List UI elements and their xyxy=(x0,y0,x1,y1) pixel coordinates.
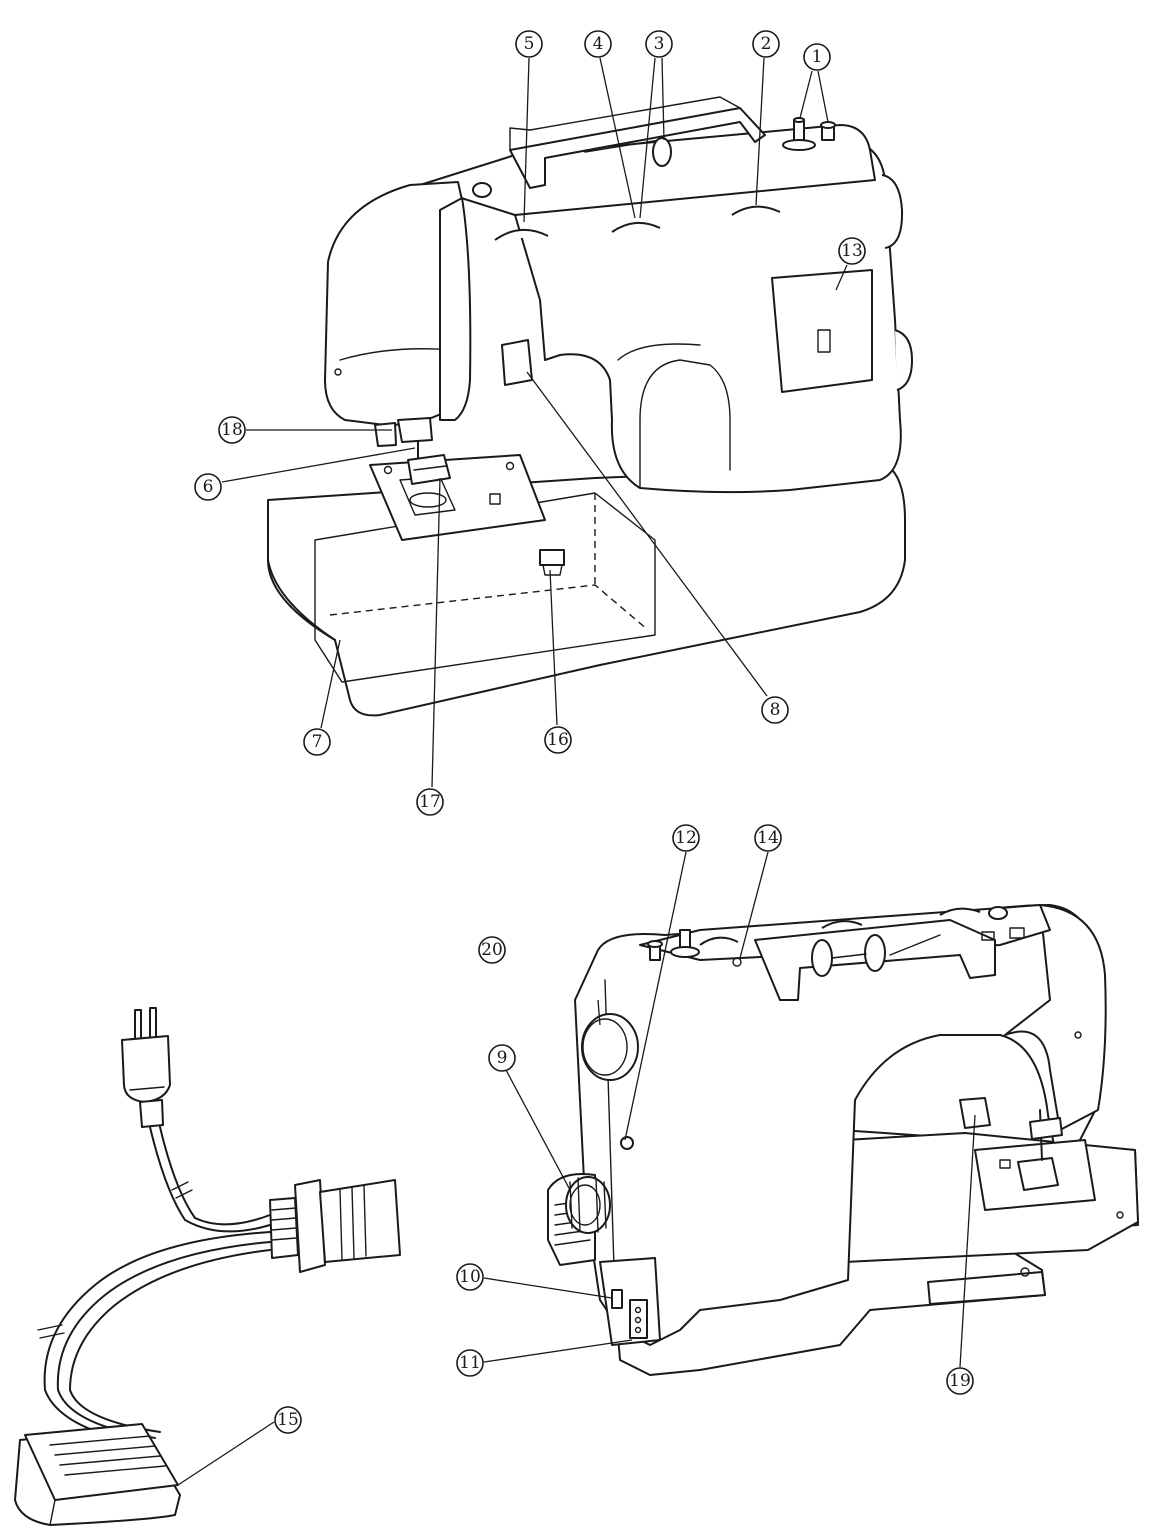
foot-controller-assembly xyxy=(14,1007,401,1526)
upper-knob-edge xyxy=(881,174,904,249)
thread-take-up-hump xyxy=(494,229,549,241)
hand-wheel xyxy=(547,1173,611,1266)
svg-text:15: 15 xyxy=(277,1410,299,1430)
callout-3: 3 xyxy=(645,30,673,58)
callout-5: 5 xyxy=(515,30,543,58)
front-view-machine xyxy=(267,96,913,717)
svg-text:10: 10 xyxy=(459,1267,481,1287)
front-base xyxy=(267,461,906,717)
callout-4: 4 xyxy=(584,30,612,58)
svg-text:11: 11 xyxy=(459,1353,481,1373)
svg-text:19: 19 xyxy=(949,1371,971,1391)
foot-controller xyxy=(14,1423,181,1526)
callout-11: 11 xyxy=(456,1349,484,1377)
callout-13: 13 xyxy=(838,237,866,265)
power-socket xyxy=(629,1299,648,1339)
svg-text:7: 7 xyxy=(312,732,323,752)
rear-head xyxy=(1004,904,1107,1131)
svg-text:12: 12 xyxy=(675,828,697,848)
stitch-length-dial xyxy=(581,1013,639,1081)
svg-text:20: 20 xyxy=(481,940,503,960)
callout-7: 7 xyxy=(303,728,331,756)
callout-14: 14 xyxy=(754,824,782,852)
svg-text:6: 6 xyxy=(203,477,214,497)
callout-6: 6 xyxy=(194,473,222,501)
callout-18: 18 xyxy=(218,416,246,444)
svg-text:2: 2 xyxy=(761,34,772,54)
callout-12: 12 xyxy=(672,824,700,852)
callout-19: 19 xyxy=(946,1367,974,1395)
svg-text:3: 3 xyxy=(654,34,665,54)
svg-text:8: 8 xyxy=(770,700,781,720)
rear-base-lip xyxy=(927,1271,1046,1305)
callout-8: 8 xyxy=(761,696,789,724)
foot-controller-connector xyxy=(269,1179,401,1273)
callout-9: 9 xyxy=(488,1044,516,1072)
presser-foot-lifter xyxy=(959,1097,991,1129)
svg-text:18: 18 xyxy=(221,420,243,440)
svg-text:5: 5 xyxy=(524,34,535,54)
callout-17: 17 xyxy=(416,788,444,816)
top-cover xyxy=(419,124,876,216)
svg-text:9: 9 xyxy=(497,1048,508,1068)
svg-text:17: 17 xyxy=(419,792,441,812)
spool-pins xyxy=(782,117,836,151)
top-thread-guide-hump xyxy=(611,221,661,233)
bobbin-winder-spindle xyxy=(620,1136,634,1150)
callout-1: 1 xyxy=(803,43,831,71)
pattern-window xyxy=(771,269,873,393)
carrying-handle xyxy=(509,107,766,189)
free-arm-latch xyxy=(539,549,565,576)
callout-20: 20 xyxy=(478,936,506,964)
callout-2: 2 xyxy=(752,30,780,58)
callout-15: 15 xyxy=(274,1406,302,1434)
rear-view-machine xyxy=(547,904,1139,1376)
svg-text:14: 14 xyxy=(757,828,779,848)
reverse-lever xyxy=(501,339,533,386)
main-power-switch xyxy=(611,1289,623,1309)
bobbin-winder-guide-hump xyxy=(731,205,781,216)
needle-and-presser-foot xyxy=(374,417,451,485)
lower-knob-edge xyxy=(894,329,913,391)
power-plug xyxy=(121,1007,171,1128)
svg-text:16: 16 xyxy=(547,730,569,750)
svg-text:1: 1 xyxy=(812,47,823,67)
svg-text:4: 4 xyxy=(593,34,604,54)
callout-10: 10 xyxy=(456,1263,484,1291)
leader-lines xyxy=(177,57,976,1486)
callout-16: 16 xyxy=(544,726,572,754)
svg-text:13: 13 xyxy=(841,241,863,261)
